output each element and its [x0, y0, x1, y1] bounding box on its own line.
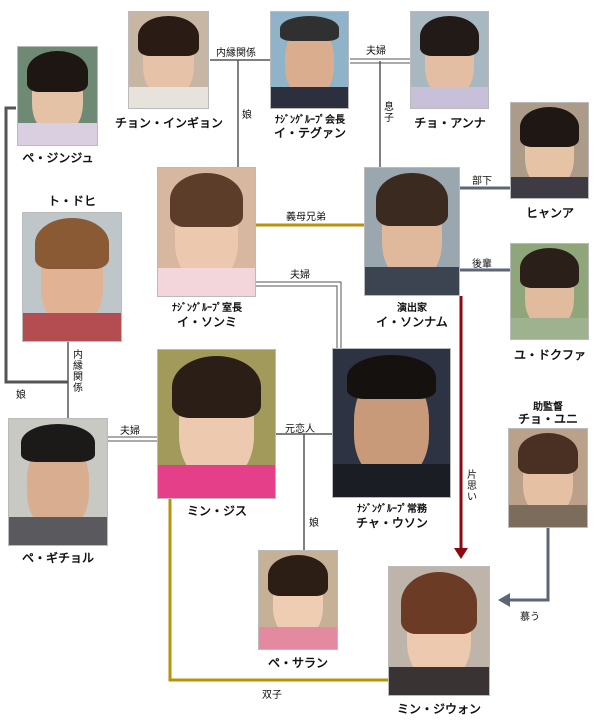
photo-saran [258, 550, 338, 650]
name-tegwan: イ・テグァン [273, 126, 346, 140]
photo-jiwon [388, 566, 490, 696]
photo-hyanga [510, 102, 589, 199]
label-kataomoi: 片思い [467, 470, 477, 503]
photo-inkyon [128, 11, 209, 109]
role-tegwan: ﾅｼﾞﾝｸﾞﾙｰﾌﾟ会長 [275, 115, 345, 126]
arrow-kataomoi [454, 548, 468, 559]
label-fufu-sonmi-uson: 夫婦 [290, 270, 310, 281]
line-fufu-sonmi-uson-b [256, 285, 338, 348]
role-sonnam: 演出家 [397, 303, 427, 314]
role-uson: ﾅｼﾞﾝｸﾞﾙｰﾌﾟ常務 [357, 504, 427, 515]
label-musuko: 息子 [384, 102, 394, 124]
name-saran: ペ・サラン [267, 656, 328, 670]
label-fufu-tegwan-anna: 夫婦 [366, 46, 386, 57]
name-sonmi: イ・ソンミ [176, 315, 237, 329]
photo-tegwan [270, 11, 349, 109]
photo-sonnam [364, 167, 460, 296]
label-futago: 双子 [262, 690, 282, 701]
label-naien-inkyon-tegwan: 内縁関係 [216, 48, 256, 59]
role-sonmi: ﾅｼﾞﾝｸﾞﾙｰﾌﾟ室長 [172, 303, 242, 314]
name-inkyon: チョン・インギョン [114, 116, 223, 130]
line-futago [168, 499, 390, 682]
photo-sonmi [157, 167, 256, 297]
line-shitau [510, 528, 550, 602]
label-fufu-gichol-jisu: 夫婦 [120, 426, 140, 437]
line-fufu-sonmi-uson-a [256, 281, 342, 348]
label-gibokyodai: 義母兄弟 [286, 212, 326, 223]
photo-dohi [22, 212, 122, 342]
name-jiwon: ミン・ジウォン [396, 702, 481, 716]
name-dohi: ト・ドヒ [47, 194, 96, 208]
label-musume-sonmi: 娘 [242, 110, 252, 121]
label-shitau: 慕う [520, 612, 540, 623]
line-musume-jinju [4, 106, 68, 384]
photo-yuni [508, 428, 588, 528]
label-buka: 部下 [472, 176, 492, 187]
arrow-shitau [498, 593, 510, 607]
name-uson: チャ・ウソン [356, 516, 428, 530]
name-hyanga: ヒャンア [525, 206, 574, 220]
photo-jisu [157, 349, 276, 499]
label-musume-jinju: 娘 [16, 390, 26, 401]
name-anna: チョ・アンナ [414, 116, 486, 130]
photo-uson [332, 348, 451, 498]
photo-jinju [17, 46, 98, 146]
name-sonnam: イ・ソンナム [376, 315, 448, 329]
label-naien-dohi-gichol: 内縁関係 [73, 350, 83, 394]
name-jisu: ミン・ジス [186, 504, 247, 518]
name-jinju: ペ・ジンジュ [22, 151, 94, 165]
photo-gichol [8, 418, 108, 546]
role-yuni: 助監督 [533, 402, 563, 413]
photo-anna [410, 11, 489, 109]
photo-dokfa [510, 243, 589, 340]
name-gichol: ペ・ギチョル [21, 551, 94, 565]
name-dokfa: ユ・ドクファ [513, 348, 586, 362]
label-kohai: 後輩 [472, 259, 492, 270]
label-motokoibito: 元恋人 [285, 424, 315, 435]
name-yuni: チョ・ユニ [517, 412, 578, 426]
label-musume-saran: 娘 [309, 518, 319, 529]
